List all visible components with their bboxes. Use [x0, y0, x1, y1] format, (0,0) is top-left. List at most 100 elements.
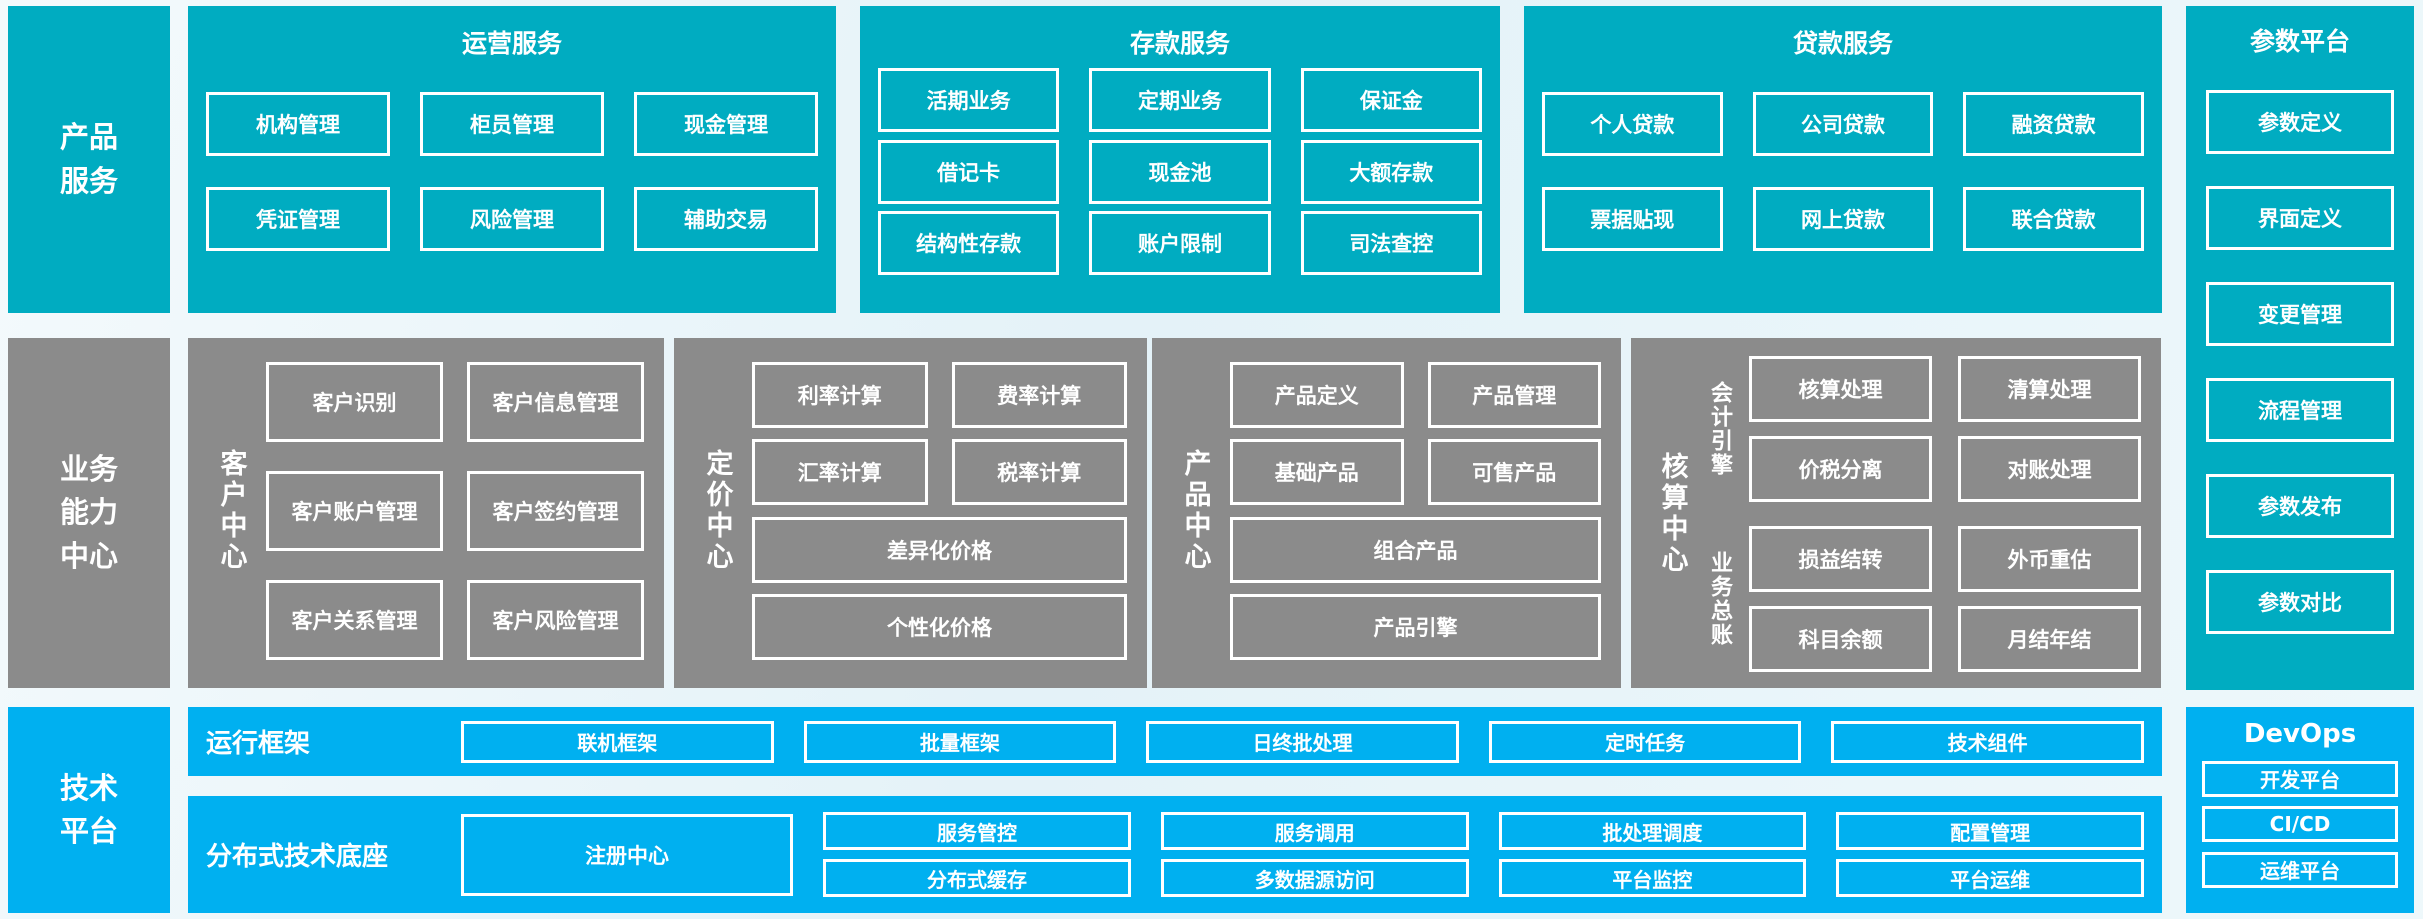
- capability-box: 服务调用: [1160, 812, 1469, 850]
- capability-box: 辅助交易: [634, 187, 818, 252]
- capability-box: 利率计算: [752, 362, 928, 428]
- grid-row: 客户关系管理 客户风险管理: [266, 580, 644, 660]
- bar-distributed-tech-base: 分布式技术底座 注册中心 服务管控 服务调用 批处理调度 配置管理 分布式缓存 …: [188, 796, 2162, 913]
- capability-box: 公司贷款: [1752, 91, 1934, 156]
- accounting-engine-group: 会计引擎 核算处理 清算处理 价税分离 对账处理: [1699, 356, 2141, 502]
- capability-box: 司法查控: [1300, 211, 1482, 276]
- capability-box: 账户限制: [1089, 211, 1271, 276]
- grid-row: 科目余额 月结年结: [1749, 606, 2141, 672]
- capability-box: 联机框架: [461, 720, 774, 763]
- grid-row: 汇率计算 税率计算: [752, 439, 1127, 506]
- capability-box: 产品定义: [1230, 362, 1404, 428]
- column-items: 参数定义 界面定义 变更管理 流程管理 参数发布 参数对比: [2206, 58, 2394, 666]
- center-vertical-label: 核算中心: [1656, 452, 1688, 576]
- capability-box: 变更管理: [2206, 282, 2394, 346]
- capability-box: 保证金: [1300, 67, 1482, 132]
- capability-box: 活期业务: [878, 67, 1060, 132]
- bar-items: 联机框架 批量框架 日终批处理 定时任务 技术组件: [461, 720, 2144, 763]
- capability-box: 参数对比: [2206, 570, 2394, 634]
- capability-box: 融资贷款: [1963, 91, 2145, 156]
- capability-box: 客户风险管理: [467, 580, 644, 660]
- section-customer-center: 客户中心 客户识别 客户信息管理 客户账户管理 客户签约管理 客户关系管理 客户…: [188, 338, 664, 688]
- grid-row: 损益结转 外币重估: [1749, 526, 2141, 592]
- section-deposit-services: 存款服务 活期业务 定期业务 保证金 借记卡 现金池 大额存款 结构性存款 账户…: [860, 6, 1500, 313]
- capability-box: 技术组件: [1831, 720, 2144, 763]
- capability-box: 客户信息管理: [467, 362, 644, 442]
- capability-box: 客户关系管理: [266, 580, 443, 660]
- center-grid: 利率计算 费率计算 汇率计算 税率计算 差异化价格 个性化价格: [752, 362, 1127, 660]
- section-row: 结构性存款 账户限制 司法查控: [878, 211, 1482, 276]
- capability-box: 网上贷款: [1752, 187, 1934, 252]
- column-parameter-platform: 参数平台 参数定义 界面定义 变更管理 流程管理 参数发布 参数对比: [2186, 6, 2414, 690]
- capability-box: 风险管理: [420, 187, 604, 252]
- grid-row: 产品定义 产品管理: [1230, 362, 1601, 428]
- capability-box: 结构性存款: [878, 211, 1060, 276]
- capability-box: 科目余额: [1749, 606, 1932, 672]
- section-title: 贷款服务: [1792, 29, 1893, 58]
- section-product-center: 产品中心 产品定义 产品管理 基础产品 可售产品 组合产品 产品引擎: [1152, 338, 1621, 688]
- grid-row: 产品引擎: [1230, 593, 1601, 660]
- capability-box: 参数发布: [2206, 474, 2394, 538]
- side-label-text: 产品服务: [60, 120, 119, 198]
- section-rows: 活期业务 定期业务 保证金 借记卡 现金池 大额存款 结构性存款 账户限制 司法…: [878, 60, 1482, 283]
- capability-box: 客户签约管理: [467, 471, 644, 551]
- bar-label: 分布式技术底座: [206, 842, 389, 872]
- capability-box: CI/CD: [2202, 806, 2398, 842]
- capability-box: 借记卡: [878, 139, 1060, 204]
- grid-row: 基础产品 可售产品: [1230, 439, 1601, 506]
- capability-box: 批处理调度: [1498, 812, 1807, 850]
- capability-box: 日终批处理: [1146, 720, 1459, 763]
- capability-box: 价税分离: [1749, 436, 1932, 502]
- grid-row: 个性化价格: [752, 593, 1127, 660]
- capability-box: 开发平台: [2202, 760, 2398, 797]
- grid-row: 组合产品: [1230, 516, 1601, 583]
- capability-box: 界面定义: [2206, 186, 2394, 250]
- section-title: 运营服务: [461, 29, 562, 58]
- bar-runtime-framework: 运行框架 联机框架 批量框架 日终批处理 定时任务 技术组件: [188, 707, 2162, 776]
- capability-box: 产品引擎: [1230, 593, 1601, 660]
- capability-box: 清算处理: [1958, 356, 2141, 422]
- capability-box: 流程管理: [2206, 378, 2394, 442]
- business-ledger-group: 业务总账 损益结转 外币重估 科目余额 月结年结: [1699, 526, 2141, 672]
- capability-box: 外币重估: [1958, 526, 2141, 592]
- grid-row: 差异化价格: [752, 516, 1127, 583]
- capability-box: 凭证管理: [206, 187, 390, 252]
- capability-box: 现金管理: [634, 91, 818, 156]
- capability-box: 参数定义: [2206, 90, 2394, 154]
- capability-box: 组合产品: [1230, 516, 1601, 583]
- capability-box: 产品管理: [1427, 362, 1601, 428]
- capability-box: 可售产品: [1427, 439, 1601, 506]
- grid-row: 客户账户管理 客户签约管理: [266, 471, 644, 551]
- grid-row: 利率计算 费率计算: [752, 362, 1127, 428]
- capability-box: 联合贷款: [1963, 187, 2145, 252]
- capability-box: 柜员管理: [420, 91, 604, 156]
- capability-box: 现金池: [1089, 139, 1271, 204]
- capability-box: 分布式缓存: [823, 859, 1131, 897]
- group-vertical-label: 业务总账: [1707, 551, 1732, 647]
- section-rows: 个人贷款 公司贷款 融资贷款 票据贴现 网上贷款 联合贷款: [1542, 60, 2145, 283]
- capability-box: 客户识别: [266, 362, 443, 442]
- capability-box: 机构管理: [206, 91, 390, 156]
- column-items: 开发平台 CI/CD 运维平台: [2202, 751, 2398, 897]
- capability-box: 配置管理: [1836, 812, 2144, 850]
- side-label-text: 业务能力中心: [60, 451, 119, 573]
- side-label-text: 技术平台: [60, 770, 119, 849]
- accounting-groups: 会计引擎 核算处理 清算处理 价税分离 对账处理 业务总账 损益结转: [1699, 356, 2141, 672]
- section-row: 凭证管理 风险管理 辅助交易: [206, 187, 818, 252]
- capability-box: 平台监控: [1498, 859, 1807, 897]
- capability-box: 税率计算: [951, 439, 1127, 506]
- grid-row: 价税分离 对账处理: [1749, 436, 2141, 502]
- section-accounting-center: 核算中心 会计引擎 核算处理 清算处理 价税分离 对账处理 业务总账: [1631, 338, 2161, 688]
- grid-row: 核算处理 清算处理: [1749, 356, 2141, 422]
- capability-box: 差异化价格: [752, 516, 1127, 583]
- capability-box: 个性化价格: [752, 593, 1127, 660]
- capability-box: 基础产品: [1230, 439, 1404, 506]
- capability-box: 注册中心: [461, 813, 794, 896]
- section-pricing-center: 定价中心 利率计算 费率计算 汇率计算 税率计算 差异化价格 个性化价格: [674, 338, 1147, 688]
- capability-box: 大额存款: [1300, 139, 1482, 204]
- capability-box: 批量框架: [803, 720, 1117, 763]
- center-vertical-label: 定价中心: [701, 449, 733, 573]
- capability-box: 运维平台: [2202, 851, 2398, 888]
- center-grid: 客户识别 客户信息管理 客户账户管理 客户签约管理 客户关系管理 客户风险管理: [266, 362, 644, 660]
